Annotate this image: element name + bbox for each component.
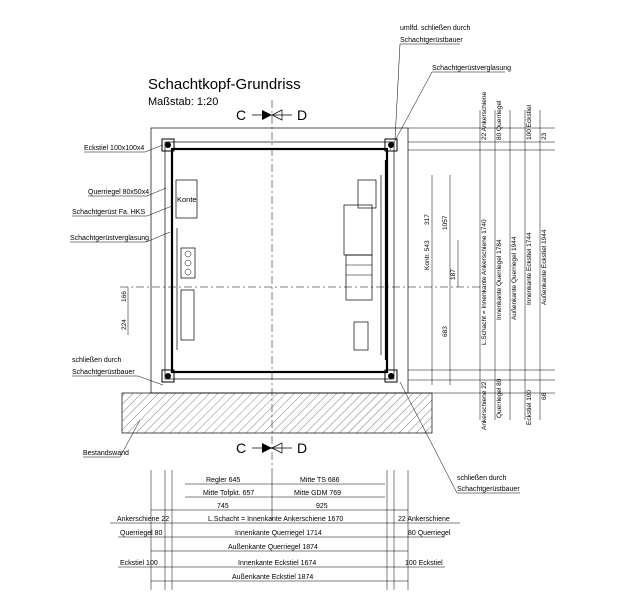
dim-kontr: Kontr. 543 — [424, 240, 431, 270]
dim-ankerschiene-bot: Ankerschiene 22 — [481, 381, 488, 430]
dim-querriegel-left: Querriegel 80 — [120, 530, 163, 537]
right-dimensions: 22 Ankerschiene 80 Querriegel 100 Ecksti… — [408, 92, 555, 430]
left-equipment: Konte — [175, 179, 198, 350]
dim-aussen-eckstiel-right: Außenkante Eckstiel 1944 — [541, 229, 548, 305]
dim-querriegel-right: 80 Querriegel — [408, 530, 451, 537]
label-verglasung-top: Schachtgerüstverglasung — [432, 65, 511, 72]
dim-166: 166 — [121, 291, 128, 302]
dim-aussen-querriegel-bottom: Außenkante Querriegel 1874 — [228, 544, 318, 551]
section-left-label: C — [236, 440, 246, 456]
label-umlfd-a: umlfd. schließen durch — [400, 25, 471, 32]
dim-745: 745 — [217, 503, 229, 510]
drawing-title: Schachtkopf-Grundriss — [148, 76, 301, 93]
dim-1057: 1057 — [442, 215, 449, 230]
right-equipment — [343, 160, 388, 360]
dim-l-schacht-right: L.Schacht = Innenkante Ankerschiene 1740 — [481, 219, 488, 345]
dim-eckstiel-right: 100 Eckstiel — [405, 560, 443, 567]
dim-224: 224 — [121, 319, 128, 330]
left-callouts: Eckstiel 100x100x4 Querriegel 80x50x4 Sc… — [70, 144, 173, 458]
dim-ankerschiene-left: Ankerschiene 22 — [117, 516, 169, 523]
bottom-right-callout: schließen durch Schachtgerüstbauer — [399, 381, 520, 494]
dim-23: 23 — [541, 132, 548, 140]
konte-label: Konte — [177, 195, 197, 204]
label-schliessen-left-a: schließen durch — [72, 357, 122, 364]
dim-925: 925 — [316, 503, 328, 510]
section-marker-top: C D — [236, 107, 307, 123]
dim-innen-querriegel-right: Innenkante Querriegel 1784 — [496, 239, 503, 320]
section-right-label: D — [297, 107, 307, 123]
dim-innen-querriegel-bottom: Innenkante Querriegel 1714 — [235, 530, 322, 537]
dim-innen-eckstiel-bottom: Innenkante Eckstiel 1674 — [238, 560, 316, 567]
dim-querriegel-top: 80 Querriegel — [496, 100, 503, 140]
inner-dimensions: 317 Kontr. 543 1057 187 683 166 224 — [121, 175, 459, 385]
dim-317: 317 — [424, 214, 431, 225]
section-left-label: C — [236, 107, 246, 123]
dim-aussen-eckstiel-bottom: Außenkante Eckstiel 1874 — [232, 574, 313, 581]
dim-aussen-querriegel-right: Außenkante Querriegel 1944 — [511, 236, 518, 320]
section-marker-bottom: C D — [236, 440, 307, 456]
bottom-dimensions: Regler 645 Mitte TS 686 Mitte Tofpkt. 65… — [110, 470, 460, 590]
dim-ankerschiene-right: 22 Ankerschiene — [398, 516, 450, 523]
label-schliessen-right-b: Schachtgerüstbauer — [457, 486, 520, 493]
dim-187: 187 — [450, 269, 457, 280]
dim-mitte-gdm: Mitte GDM 769 — [294, 490, 341, 497]
label-schachtgeruest: Schachtgerüst Fa. HKS — [72, 209, 145, 216]
label-eckstiel: Eckstiel 100x100x4 — [84, 145, 144, 152]
top-callouts: umlfd. schließen durch Schachtgerüstbaue… — [389, 25, 511, 151]
label-umlfd-b: Schachtgerüstbauer — [400, 37, 463, 44]
section-right-label: D — [297, 440, 307, 456]
dim-68: 68 — [541, 392, 548, 400]
dim-querriegel-bot: Querriegel 80 — [496, 378, 503, 418]
dim-ankerschiene-top: 22 Ankerschiene — [481, 92, 488, 140]
dim-innen-eckstiel-right: Innenkante Eckstiel 1744 — [526, 232, 533, 305]
label-schliessen-right-a: schließen durch — [457, 475, 507, 482]
label-bestandswand: Bestandswand — [83, 450, 129, 457]
existing-wall — [121, 392, 433, 434]
dim-mitte-tofpkt: Mitte Tofpkt. 657 — [203, 490, 254, 497]
dim-eckstiel-bot: Eckstiel 100 — [526, 390, 533, 425]
label-schliessen-left-b: Schachtgerüstbauer — [72, 369, 135, 376]
dim-regler: Regler 645 — [206, 477, 240, 484]
drawing-scale: Maßstab: 1:20 — [148, 96, 218, 108]
dim-eckstiel-left: Eckstiel 100 — [120, 560, 158, 567]
label-verglasung: Schachtgerüstverglasung — [70, 235, 149, 242]
dim-eckstiel-top: 100 Eckstiel — [526, 104, 533, 140]
label-querriegel: Querriegel 80x50x4 — [88, 189, 149, 196]
dim-l-schacht-bottom: L.Schacht = Innenkante Ankerschiene 1670 — [208, 516, 343, 523]
dim-683: 683 — [442, 326, 449, 337]
dim-mitte-ts: Mitte TS 686 — [300, 477, 340, 484]
